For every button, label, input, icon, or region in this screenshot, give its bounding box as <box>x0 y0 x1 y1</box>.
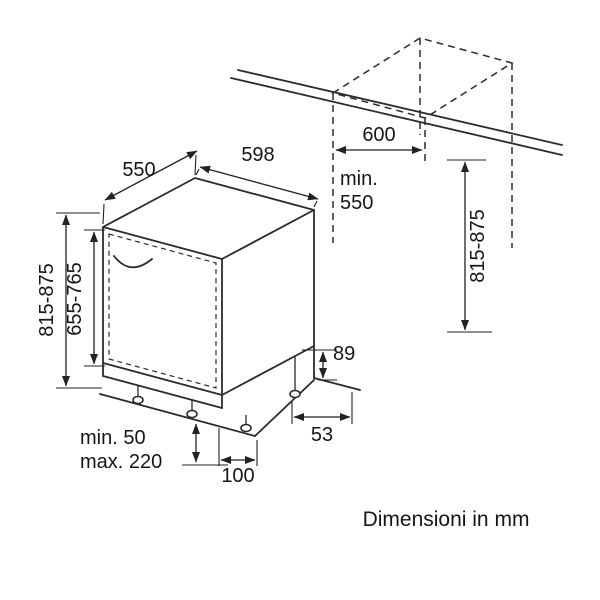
label-niche-depth-line2: 550 <box>340 192 373 214</box>
door-handle-curve <box>113 255 153 269</box>
dim-rear-offset: 53 <box>291 392 353 446</box>
dim-rear-recess: 89 <box>302 343 355 381</box>
units-caption: Dimensioni in mm <box>363 508 530 531</box>
dim-niche-height-right-label: 815-875 <box>467 209 489 282</box>
label-niche-depth: min. 550 <box>340 168 378 214</box>
dim-plinth-min-label: min. 50 <box>80 427 146 449</box>
dim-base-recess-label: 100 <box>221 465 254 487</box>
dim-door-panel-height-label: 655-765 <box>64 262 86 335</box>
dim-rear-offset-label: 53 <box>311 424 333 446</box>
worktop-lines <box>230 69 563 156</box>
foot-front-left <box>132 395 144 405</box>
base-plinth <box>99 345 361 437</box>
foot-front-middle <box>186 409 198 419</box>
foot-rear-right <box>289 389 301 399</box>
dim-plinth-height: min. 50 max. 220 <box>80 423 228 473</box>
dim-rear-recess-label: 89 <box>333 343 355 365</box>
dim-niche-height-right: 815-875 <box>447 159 492 333</box>
dim-appliance-width: 598 <box>195 144 319 208</box>
dim-appliance-depth: 550 <box>102 150 198 225</box>
dim-door-panel-height: 655-765 <box>64 229 105 367</box>
dim-base-recess: 100 <box>218 428 258 487</box>
adjustable-feet <box>132 389 301 433</box>
door-panel <box>108 233 217 389</box>
label-niche-depth-line1: min. <box>340 168 378 190</box>
dim-niche-height-left: 815-875 <box>36 212 102 389</box>
dim-niche-height-left-label: 815-875 <box>36 263 58 336</box>
dim-appliance-depth-label: 550 <box>122 159 155 181</box>
dim-niche-width: 600 <box>335 124 423 154</box>
foot-front-right <box>240 423 252 433</box>
dim-niche-width-label: 600 <box>362 124 395 146</box>
dim-appliance-width-label: 598 <box>241 144 274 166</box>
dishwasher-body <box>99 177 361 437</box>
dim-plinth-max-label: max. 220 <box>80 451 162 473</box>
niche-dashed-outline <box>331 37 514 248</box>
